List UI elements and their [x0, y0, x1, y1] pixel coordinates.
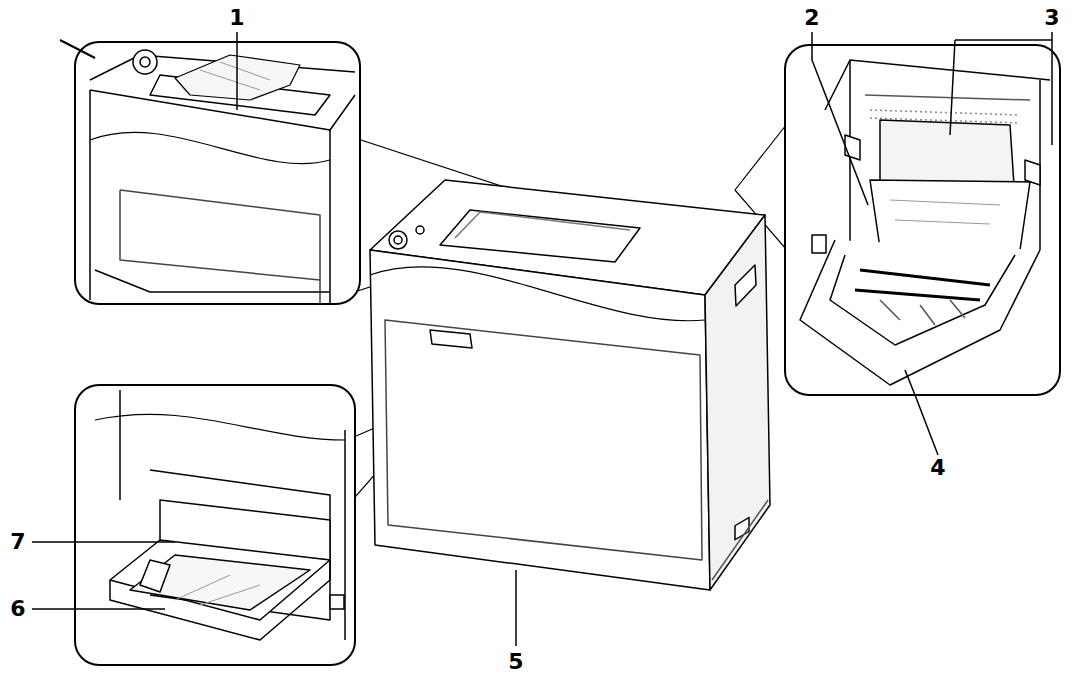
callout-number: 1 [229, 7, 244, 29]
callout-number: 6 [10, 598, 25, 620]
callout-number: 4 [930, 457, 945, 479]
printer-body [370, 180, 770, 590]
inset-manual-tray [75, 385, 355, 665]
callout-number: 7 [10, 531, 25, 553]
leader-lines [32, 32, 1052, 646]
callout-number: 5 [508, 651, 523, 673]
callout-number: 3 [1044, 7, 1059, 29]
inset-output-tray [60, 40, 360, 304]
callout-number: 2 [804, 7, 819, 29]
